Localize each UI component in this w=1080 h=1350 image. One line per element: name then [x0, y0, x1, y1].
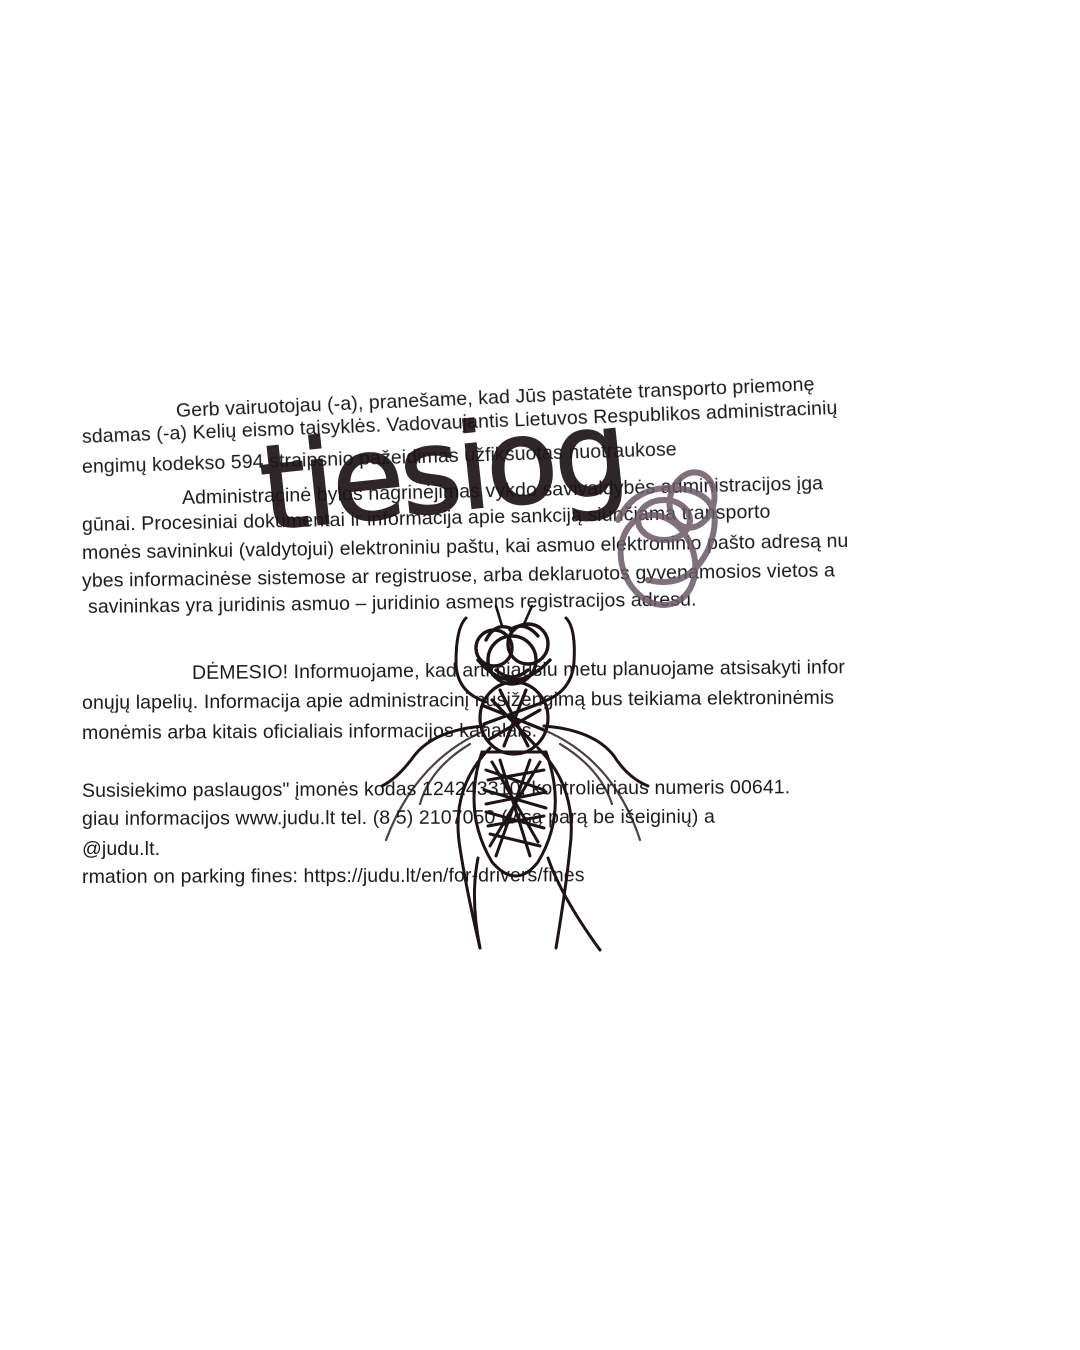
- fly-wings: [384, 728, 642, 842]
- fly-legs: [380, 616, 650, 952]
- fly-antennae: [494, 604, 534, 628]
- marker-scribble-loops: [615, 469, 718, 608]
- fly-head: [474, 622, 552, 686]
- notice-line: @judu.lt.: [82, 838, 161, 860]
- fly-thorax: [478, 680, 550, 756]
- fly-abdomen: [472, 750, 557, 878]
